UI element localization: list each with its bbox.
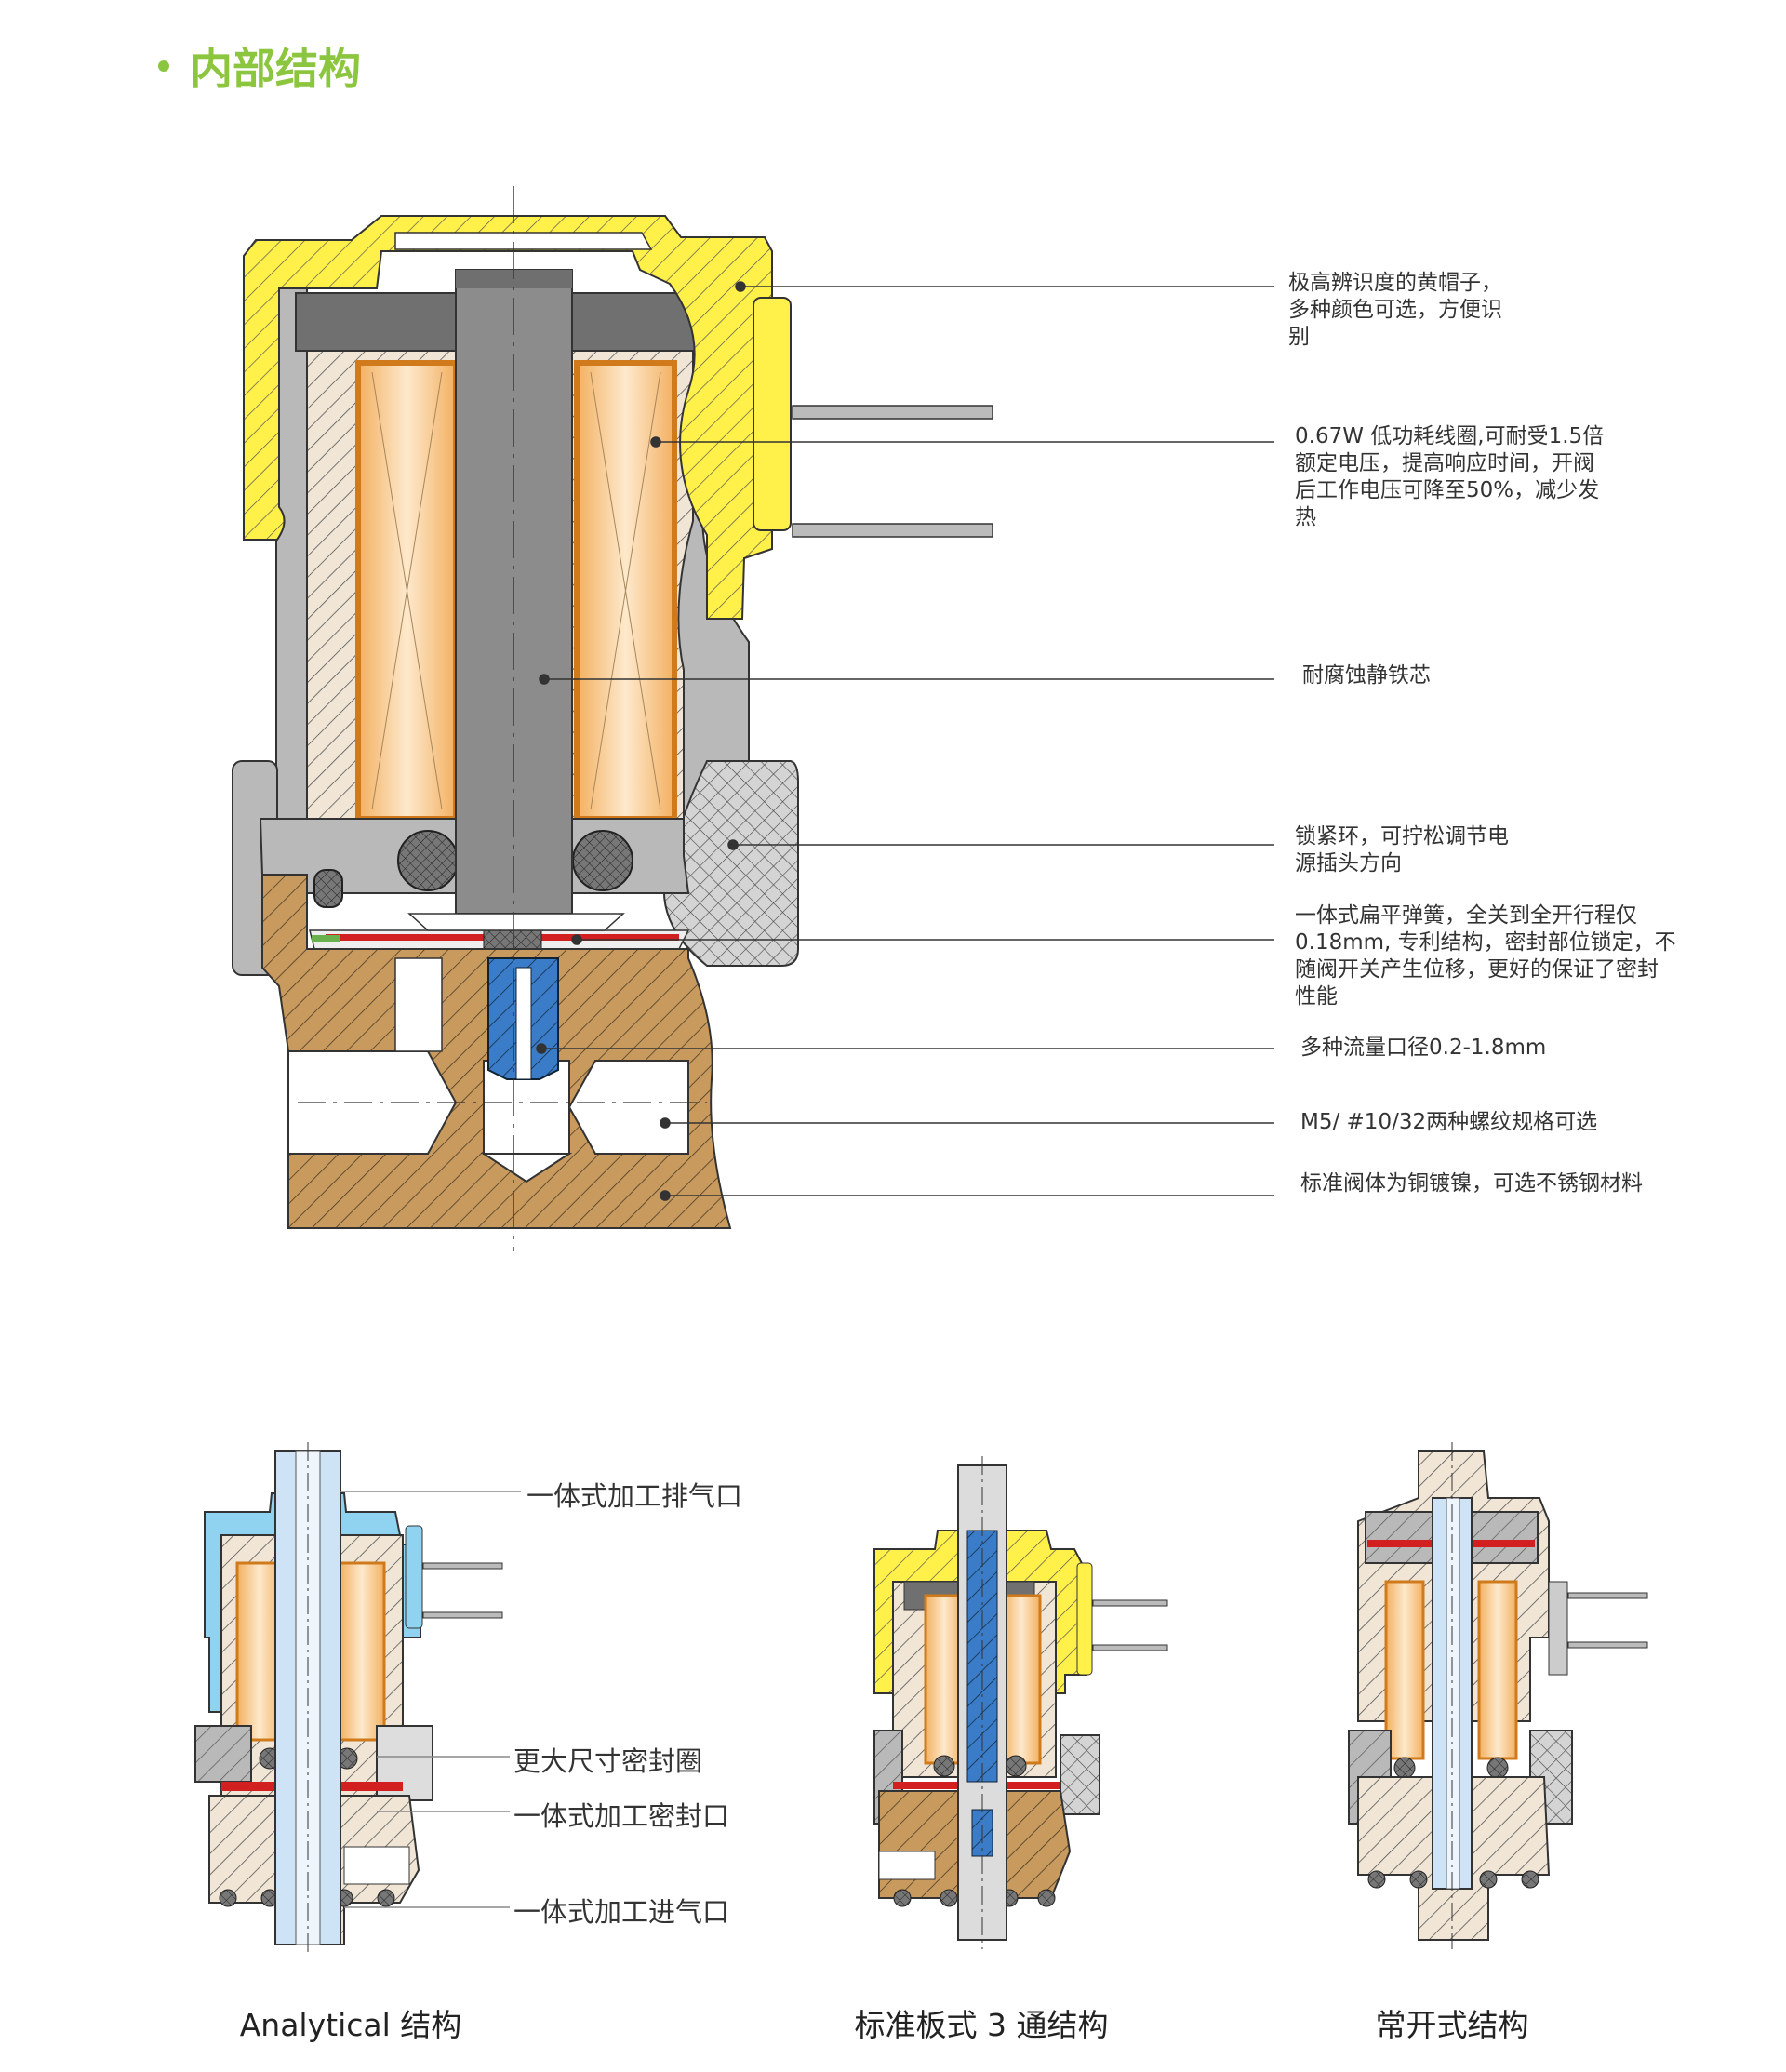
section-title: 内部结构 [190,44,361,94]
callout-body-material: 标准阀体为铜镀镍，可选不锈钢材料 [1300,1171,1643,1196]
section-header: 内部结构 [158,35,361,97]
label-normally-open: 常开式结构 [1375,2007,1529,2043]
plug-connector [753,297,792,531]
variant-normally-open [1348,1442,1648,1949]
variant-analytical [194,1442,503,1954]
callout-core: 耐腐蚀静铁芯 [1302,663,1431,688]
o-ring-small [313,869,343,908]
label-analytical: Analytical 结构 [239,2007,462,2043]
callout-flow-diameter: 多种流量口径0.2-1.8mm [1300,1036,1547,1060]
main-valve-section [232,186,993,1251]
bullet-dot [158,60,169,72]
o-ring-left [397,830,459,891]
label-seal-port: 一体式加工密封口 [513,1800,730,1832]
label-exhaust-port: 一体式加工排气口 [526,1480,743,1512]
callout-locking-ring: 锁紧环，可拧松调节电 源插头方向 [1295,824,1509,876]
callout-yellow-cap: 极高辨识度的黄帽子， 多种颜色可选，方便识 别 [1288,271,1502,349]
yellow-cap [243,215,773,620]
o-ring-right [572,830,633,891]
callout-thread-spec: M5/ #10/32两种螺纹规格可选 [1300,1110,1598,1134]
label-standard-3way: 标准板式 3 通结构 [854,2007,1109,2043]
callout-coil: 0.67W 低功耗线圈,可耐受1.5倍 额定电压，提高响应时间，开阀 后工作电压… [1295,424,1605,529]
pin-bottom [792,523,993,538]
label-inlet-port: 一体式加工进气口 [513,1896,730,1928]
port-right [567,1060,689,1155]
pin-top [792,405,993,420]
label-seal-ring: 更大尺寸密封圈 [513,1745,703,1777]
leader-lines [536,281,1274,1201]
analytical-leaders [340,1491,521,1908]
variant-standard [873,1456,1168,1949]
callout-flat-spring: 一体式扁平弹簧，全关到全开行程仅 0.18mm, 专利结构，密封部位锁定，不 随… [1295,903,1676,1009]
